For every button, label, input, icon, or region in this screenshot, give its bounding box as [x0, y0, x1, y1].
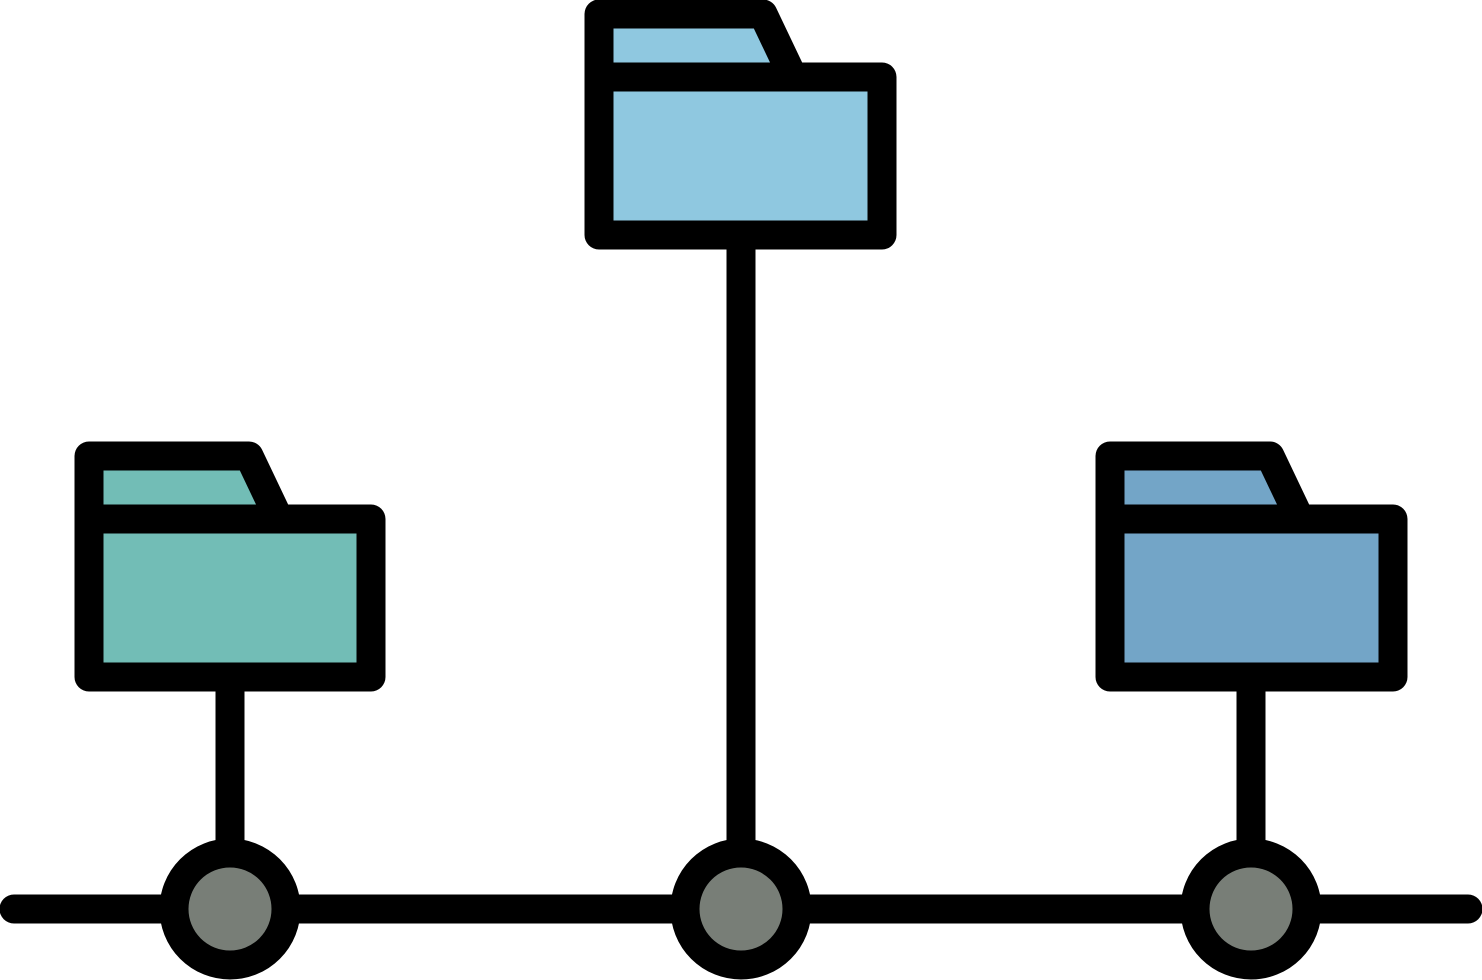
folders [74, 0, 1408, 692]
node-right [1180, 838, 1322, 980]
folder-right-shape [1095, 441, 1408, 692]
folder-left-shape [74, 441, 386, 692]
folder-right-icon [1095, 441, 1408, 692]
node-center [670, 838, 812, 980]
folder-center-shape [584, 0, 897, 250]
folder-center-icon [584, 0, 897, 250]
nodes [159, 838, 1322, 980]
node-left [159, 838, 301, 980]
folder-left-icon [74, 441, 386, 692]
